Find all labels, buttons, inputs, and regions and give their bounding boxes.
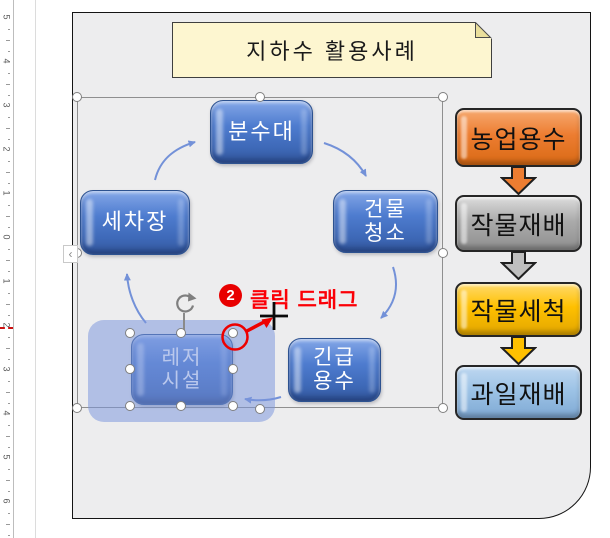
- flow-box-label: 농업용수: [470, 125, 567, 154]
- ruler-tick: [8, 337, 10, 338]
- ruler-tick: [6, 172, 10, 173]
- ruler-tick: [8, 73, 10, 74]
- ruler-tick: [6, 392, 10, 393]
- ruler-tick: [8, 491, 10, 492]
- ruler-tick: [8, 117, 10, 118]
- ruler-tick: [6, 40, 10, 41]
- shape-selection-handle[interactable]: [176, 328, 186, 338]
- flow-box-label: 과일재배: [470, 380, 567, 409]
- collapse-chevron-button[interactable]: ‹: [63, 245, 78, 263]
- cycle-box-label-line2: 용수: [313, 370, 356, 393]
- ruler-tick: [6, 304, 10, 305]
- ruler-number: 3: [1, 366, 12, 372]
- ruler-tick: [6, 128, 10, 129]
- ruler-tick: [8, 293, 10, 294]
- ruler-tick: [8, 51, 10, 52]
- flow-down-arrow-2: [500, 251, 537, 280]
- ruler-tick: [8, 513, 10, 514]
- rotate-handle-icon[interactable]: [172, 291, 198, 317]
- shape-selection-handle[interactable]: [125, 328, 135, 338]
- ruler-tick: [8, 271, 10, 272]
- ruler-tick: [8, 403, 10, 404]
- ruler-number: 2: [1, 322, 12, 328]
- ruler-number: 1: [1, 278, 12, 284]
- shape-selection-handle[interactable]: [125, 401, 135, 411]
- ruler-tick: [8, 381, 10, 382]
- shape-selection-handle[interactable]: [176, 401, 186, 411]
- ruler-tick: [8, 249, 10, 250]
- flow-box-label: 작물재배: [470, 211, 567, 240]
- flow-box-crop-cultivation[interactable]: 작물재배: [455, 195, 582, 252]
- ruler-tick: [6, 260, 10, 261]
- ruler-tick: [8, 535, 10, 536]
- canvas-margin-line: [35, 0, 36, 538]
- ruler-number: 5: [1, 14, 12, 20]
- ruler-tick: [6, 480, 10, 481]
- ruler-tick: [8, 183, 10, 184]
- flow-box-fruit-cultivation[interactable]: 과일재배: [455, 365, 582, 420]
- ruler-tick: [8, 359, 10, 360]
- step-badge-number: 2: [226, 287, 235, 304]
- shape-selection-handle[interactable]: [228, 328, 238, 338]
- ruler-number: 1: [1, 190, 12, 196]
- group-selection-handle[interactable]: [72, 403, 82, 413]
- ruler-tick: [8, 205, 10, 206]
- cycle-box-carwash[interactable]: 세차장: [80, 190, 190, 255]
- ruler-tick: [8, 469, 10, 470]
- ruler-number: 0: [1, 234, 12, 240]
- shape-selection-handle[interactable]: [228, 401, 238, 411]
- flow-down-arrow-1: [500, 166, 537, 195]
- ruler-tick: [6, 436, 10, 437]
- ruler-pointer-line: [0, 327, 13, 329]
- shape-selection-handle[interactable]: [228, 364, 238, 374]
- cycle-box-emergency-water[interactable]: 긴급 용수: [288, 338, 381, 402]
- shape-selection-handle[interactable]: [125, 364, 135, 374]
- flow-box-crop-washing[interactable]: 작물세척: [455, 282, 582, 337]
- ruler-tick: [8, 139, 10, 140]
- group-selection-handle[interactable]: [438, 92, 448, 102]
- flow-box-agricultural-water[interactable]: 농업용수: [455, 108, 582, 167]
- ruler-number: 4: [1, 410, 12, 416]
- group-selection-handle[interactable]: [438, 403, 448, 413]
- flow-box-label: 작물세척: [470, 297, 567, 326]
- group-selection-handle[interactable]: [255, 404, 265, 414]
- cycle-box-building-cleaning[interactable]: 건물 청소: [333, 190, 438, 253]
- ruler-tick: [8, 227, 10, 228]
- slide-title-text: 지하수 활용사례: [246, 39, 418, 64]
- ruler-tick: [6, 216, 10, 217]
- ruler-tick: [6, 524, 10, 525]
- ruler-tick: [6, 84, 10, 85]
- flow-down-arrow-3: [500, 336, 537, 365]
- cycle-box-label-line1: 긴급: [313, 346, 356, 370]
- rotation-handle-stem: [183, 313, 185, 334]
- cycle-box-fountain[interactable]: 분수대: [210, 100, 313, 164]
- folded-corner-icon: [475, 22, 492, 39]
- cycle-box-label: 분수대: [228, 118, 295, 144]
- ruler-tick: [6, 348, 10, 349]
- group-selection-handle[interactable]: [72, 92, 82, 102]
- ruler-tick: [8, 95, 10, 96]
- ruler-number: 2: [1, 146, 12, 152]
- ruler-number: 5: [1, 454, 12, 460]
- ruler-tick: [8, 425, 10, 426]
- ruler-number: 6: [1, 498, 12, 504]
- group-selection-handle[interactable]: [438, 248, 448, 258]
- ruler-number: 3: [1, 102, 12, 108]
- slide-title-box[interactable]: 지하수 활용사례: [172, 22, 492, 78]
- ruler-tick: [8, 315, 10, 316]
- ruler-tick: [8, 161, 10, 162]
- cycle-box-label-line2: 청소: [364, 221, 407, 245]
- group-selection-handle[interactable]: [255, 92, 265, 102]
- vertical-ruler: 5432101234567: [0, 0, 14, 538]
- cycle-box-label: 세차장: [101, 209, 169, 235]
- ruler-tick: [8, 447, 10, 448]
- annotation-text: 클릭 드래그: [250, 289, 359, 312]
- cycle-box-label-line1: 건물: [364, 197, 407, 221]
- ruler-tick: [8, 29, 10, 30]
- ruler-number: 4: [1, 58, 12, 64]
- step-badge: 2: [219, 284, 242, 307]
